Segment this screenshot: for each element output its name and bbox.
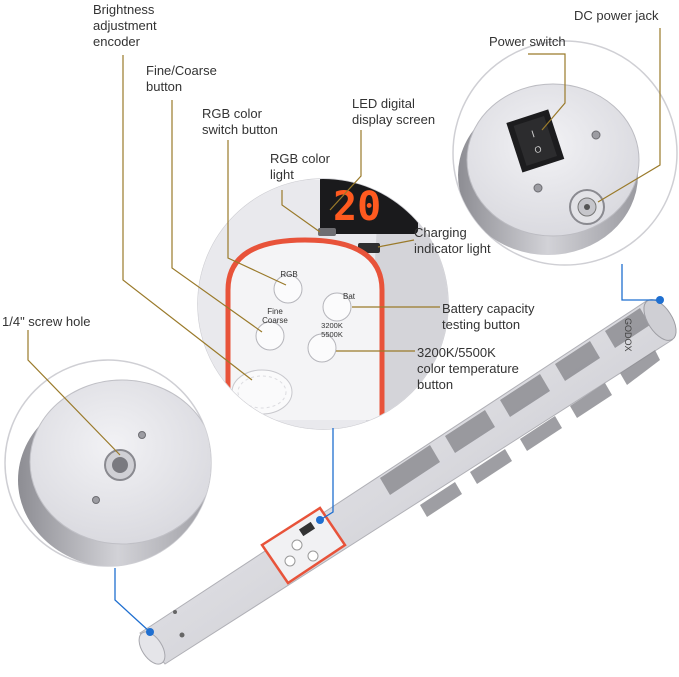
- fine-label: Fine: [267, 307, 283, 316]
- label-led-display: LED digital display screen: [352, 96, 435, 128]
- light-stick: [138, 299, 677, 665]
- label-line: LED digital: [352, 96, 415, 111]
- label-color-temp-button: 3200K/5500K color temperature button: [417, 345, 519, 393]
- label-line: Fine/Coarse: [146, 63, 217, 78]
- k3200-label: 3200K: [321, 321, 343, 330]
- bat-label: Bat: [343, 292, 356, 301]
- label-brightness-encoder: Brightness adjustment encoder: [93, 2, 157, 50]
- rgb-button-label: RGB: [280, 270, 297, 279]
- label-line: testing button: [442, 317, 521, 332]
- label-line: switch button: [202, 122, 278, 137]
- led-digits: 20: [333, 184, 381, 230]
- switch-on-mark: I: [530, 129, 536, 140]
- label-line: RGB color: [270, 151, 330, 166]
- light-segments: [380, 308, 660, 517]
- rgb-color-light: [318, 228, 336, 236]
- leader-lines: [27, 28, 661, 456]
- control-panel-detail: 20 RGB Bat Fine Coarse 3200K 5500K: [197, 178, 449, 430]
- label-line: button: [417, 377, 454, 392]
- label-line: 1/4" screw hole: [2, 314, 91, 329]
- fine-coarse-button[interactable]: [255, 321, 285, 351]
- label-line: DC power jack: [574, 8, 659, 23]
- label-line: light: [270, 167, 294, 182]
- label-line: Battery capacity: [442, 301, 535, 316]
- blue-leader-dots: [146, 296, 664, 636]
- label-line: indicator light: [414, 241, 491, 256]
- coarse-label: Coarse: [262, 316, 288, 325]
- label-dc-jack: DC power jack: [574, 8, 659, 24]
- label-rgb-light: RGB color light: [270, 151, 330, 183]
- label-line: RGB color: [202, 106, 262, 121]
- k5500-label: 5500K: [321, 330, 343, 339]
- label-line: Charging: [414, 225, 467, 240]
- screw-icon: [92, 496, 100, 504]
- rgb-button[interactable]: [273, 274, 303, 304]
- switch-off-mark: O: [533, 144, 543, 156]
- brand-text: GODOX: [623, 318, 633, 352]
- label-rgb-switch: RGB color switch button: [202, 106, 278, 138]
- label-power-switch: Power switch: [489, 34, 566, 50]
- label-brand: GODOX: [620, 318, 636, 352]
- screw-icon: [533, 183, 543, 193]
- label-line: adjustment: [93, 18, 157, 33]
- label-line: button: [146, 79, 183, 94]
- blue-leader-lines: [114, 264, 660, 633]
- label-line: Power switch: [489, 34, 566, 49]
- power-switch[interactable]: I O: [506, 109, 565, 173]
- label-line: 3200K/5500K: [417, 345, 496, 360]
- bottom-end-detail: [4, 359, 212, 567]
- top-end-detail: I O: [452, 40, 678, 266]
- screw-icon: [138, 431, 146, 439]
- screw-icon: [591, 130, 601, 140]
- label-line: display screen: [352, 112, 436, 127]
- label-line: color temperature: [417, 361, 519, 376]
- label-line: Brightness: [93, 2, 155, 17]
- label-charging-light: Charging indicator light: [414, 225, 491, 257]
- battery-button[interactable]: [322, 292, 352, 322]
- label-battery-button: Battery capacity testing button: [442, 301, 535, 333]
- brightness-encoder[interactable]: [231, 369, 293, 415]
- label-fine-coarse: Fine/Coarse button: [146, 63, 217, 95]
- label-line: encoder: [93, 34, 140, 49]
- label-screw-hole: 1/4" screw hole: [2, 314, 90, 330]
- color-temp-button[interactable]: [307, 333, 337, 363]
